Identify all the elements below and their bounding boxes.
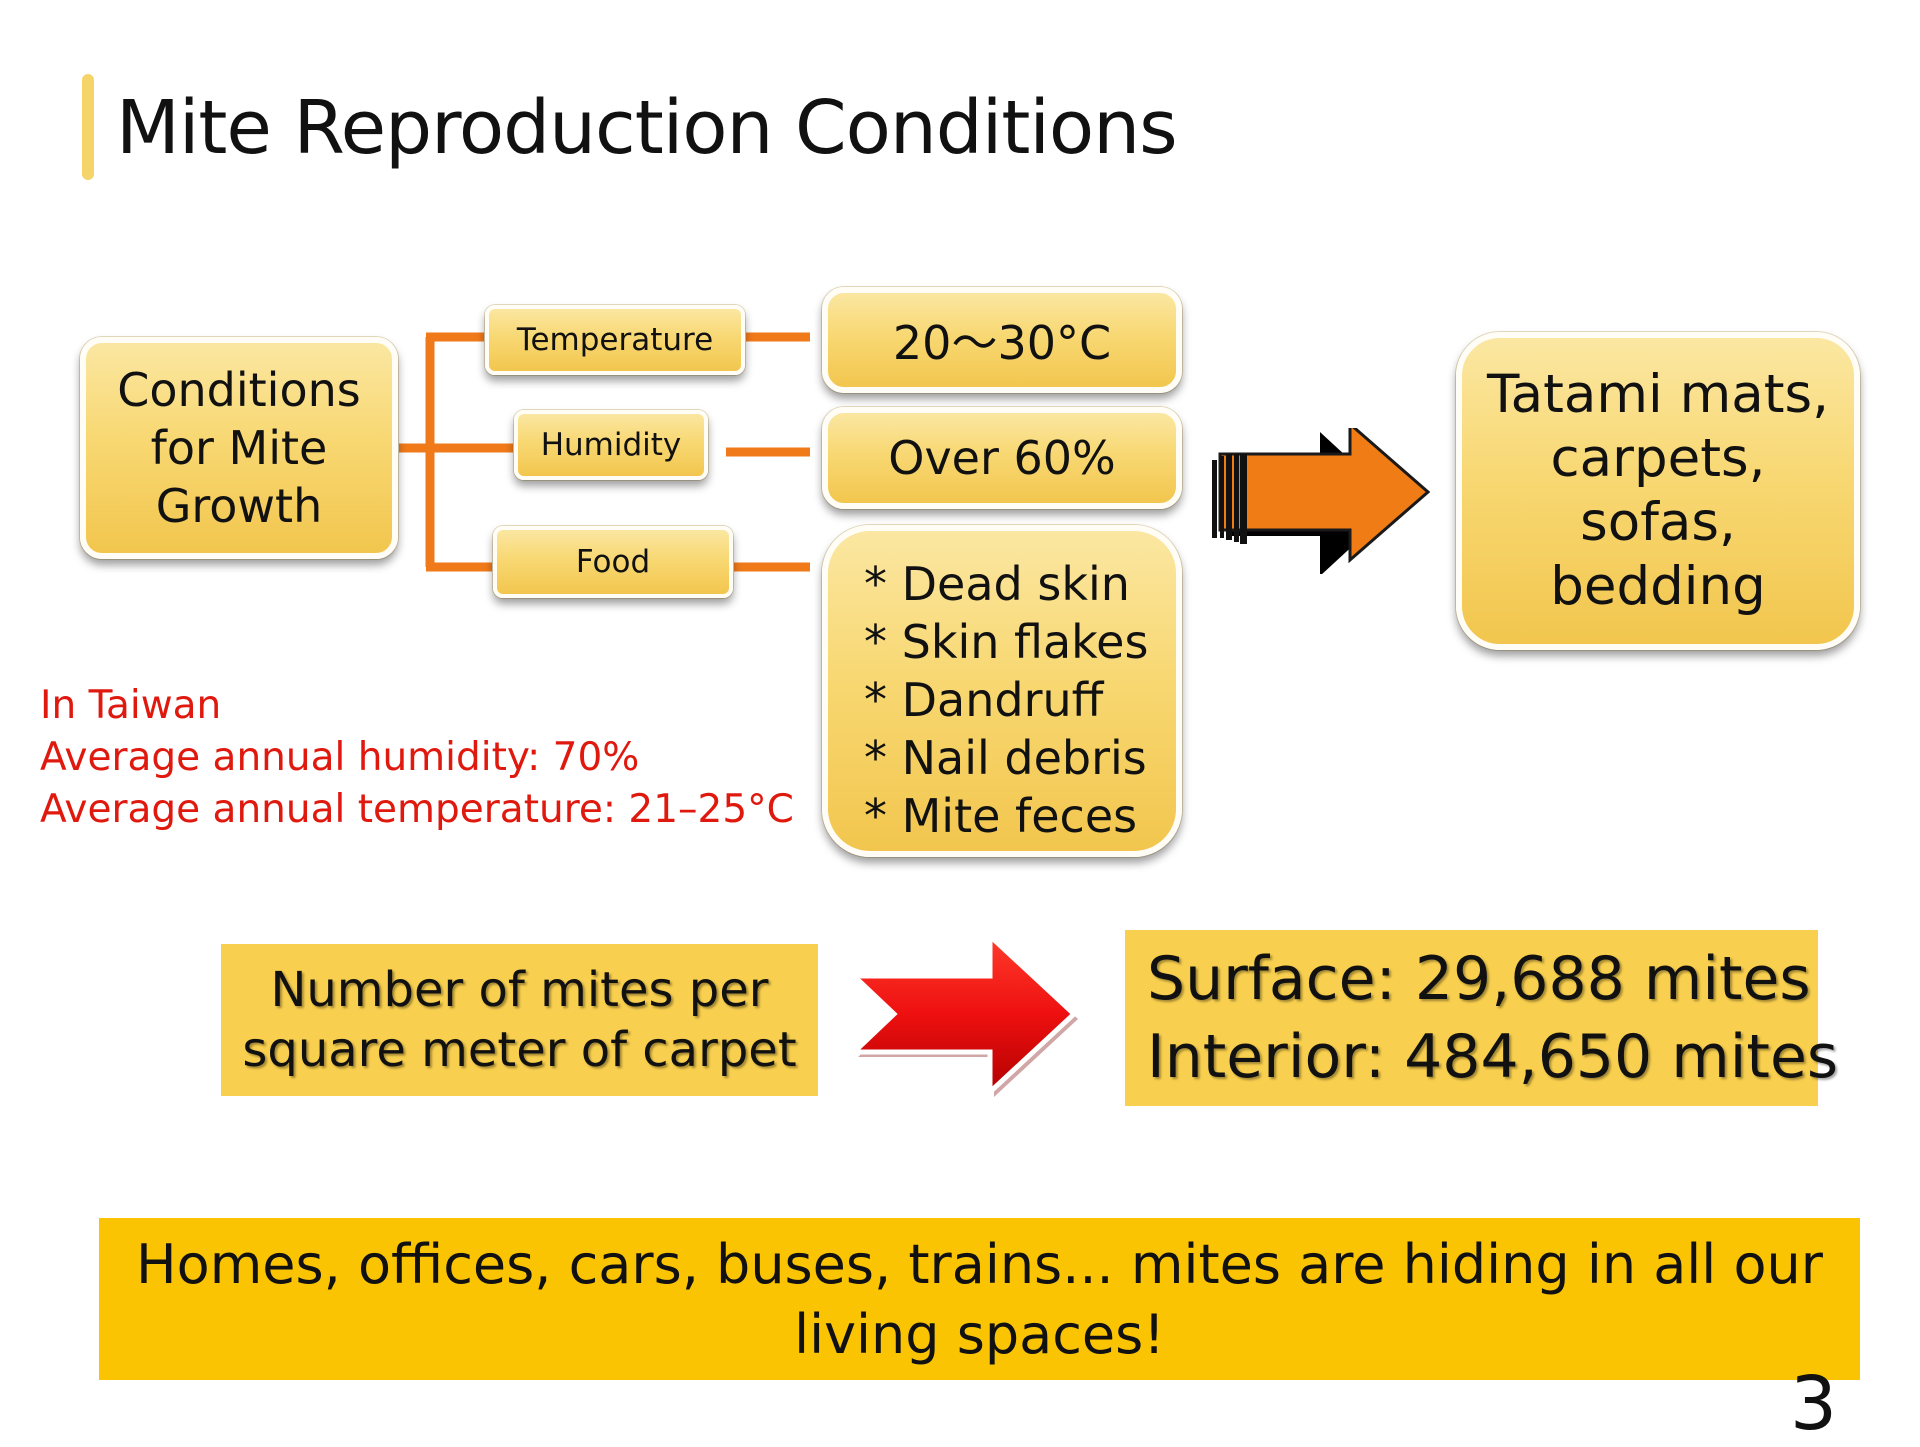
humidity-value: Over 60%	[888, 431, 1116, 485]
taiwan-climate-note: In Taiwan Average annual humidity: 70% A…	[40, 680, 794, 836]
red-arrow-icon	[848, 930, 1078, 1098]
page-title: Mite Reproduction Conditions	[116, 85, 1178, 171]
food-item: * Skin flakes	[864, 615, 1149, 669]
food-item: * Nail debris	[864, 731, 1147, 785]
mites-count-line: Interior: 484,650 mites	[1147, 1022, 1839, 1092]
food-item: * Mite feces	[864, 789, 1138, 843]
result-line: sofas,	[1580, 492, 1736, 553]
title-accent-bar	[82, 74, 94, 180]
mites-count-line: Surface: 29,688 mites	[1147, 944, 1811, 1014]
note-line: Average annual temperature: 21–25°C	[40, 787, 794, 832]
food-items-list: * Dead skin * Skin flakes * Dandruff * N…	[864, 555, 1148, 845]
root-box: Conditions for Mite Growth	[80, 337, 398, 559]
root-box-text: Conditions for Mite Growth	[117, 361, 360, 535]
humidity-label-box: Humidity	[514, 410, 708, 480]
food-label-box: Food	[493, 526, 733, 598]
bottom-banner: Homes, offices, cars, buses, trains... m…	[99, 1218, 1860, 1380]
result-line: Tatami mats,	[1487, 364, 1829, 425]
root-line: for Mite	[150, 421, 328, 475]
root-line: Conditions	[117, 363, 361, 417]
humidity-label: Humidity	[540, 427, 682, 463]
mites-count-box: Surface: 29,688 mites Interior: 484,650 …	[1125, 930, 1838, 1106]
temperature-label: Temperature	[516, 322, 714, 358]
food-item: * Dead skin	[864, 557, 1130, 611]
humidity-value-box: Over 60%	[822, 407, 1182, 509]
mites-per-sqm-label: Number of mites per square meter of carp…	[221, 944, 818, 1096]
food-item: * Dandruff	[864, 673, 1104, 727]
result-line: carpets,	[1550, 428, 1766, 489]
root-line: Growth	[155, 479, 323, 533]
banner-text: Homes, offices, cars, buses, trains... m…	[136, 1233, 1823, 1366]
temperature-label-box: Temperature	[485, 305, 745, 375]
result-line: bedding	[1550, 556, 1766, 617]
temperature-value: 20～30°C	[892, 316, 1112, 370]
note-line: Average annual humidity: 70%	[40, 735, 640, 780]
result-locations-box: Tatami mats, carpets, sofas, bedding	[1456, 332, 1860, 650]
block-arrow-icon	[1212, 428, 1431, 574]
result-locations-text: Tatami mats, carpets, sofas, bedding	[1487, 363, 1829, 619]
mites-label-line: square meter of carpet	[242, 1022, 797, 1078]
mites-label-line: Number of mites per	[270, 962, 769, 1018]
food-label: Food	[575, 544, 651, 580]
note-line: In Taiwan	[40, 683, 222, 728]
page-number: 3	[1790, 1361, 1838, 1447]
temperature-value-box: 20～30°C	[822, 287, 1182, 393]
food-items-box: * Dead skin * Skin flakes * Dandruff * N…	[822, 525, 1182, 857]
